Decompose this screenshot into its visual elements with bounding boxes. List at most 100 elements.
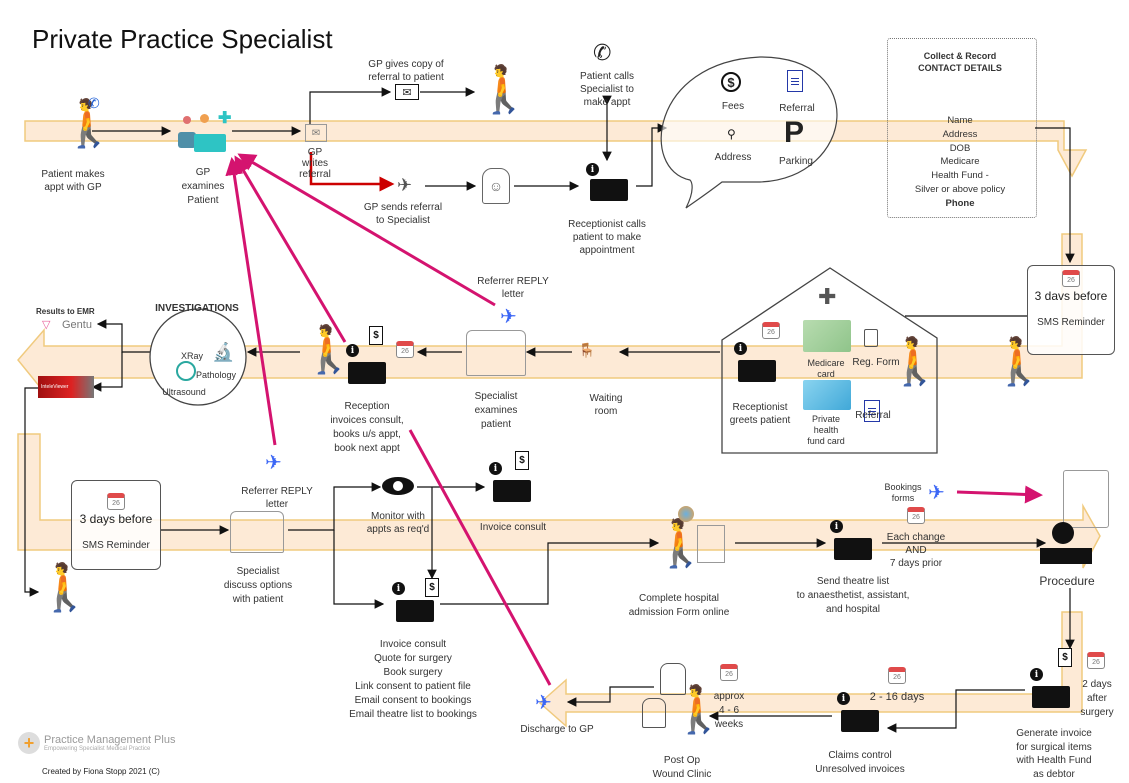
patient-in-clinic-icon: 🚶 [886, 335, 944, 387]
paper-plane-icon: ✈ [535, 692, 552, 714]
hospital-building-icon [697, 525, 725, 563]
microscope-icon: 🔬 [212, 342, 235, 362]
calendar-icon: 26 [907, 507, 925, 524]
nurse-icon [660, 663, 686, 695]
paper-plane-icon: ✈ [265, 452, 282, 474]
investigations-heading: INVESTIGATIONS [155, 303, 239, 314]
referral-letter-icon: ✉ [305, 124, 327, 142]
receptionist-desk-icon: i [837, 692, 881, 732]
inteleviewer-logo[interactable]: InteleViewer [38, 376, 94, 398]
specialist-discuss-icon [230, 511, 284, 553]
calendar-icon: 26 [1062, 270, 1080, 287]
info-speech-bubble [660, 56, 838, 209]
calendar-icon: 26 [1087, 652, 1105, 669]
calendar-icon: 26 [720, 664, 738, 681]
label-pathology: Pathology [195, 370, 237, 380]
calendar-icon: 26 [107, 493, 125, 510]
ultrasound-icon [176, 361, 196, 381]
invoice-icon: $ [425, 578, 439, 597]
doctor-icon [642, 698, 666, 728]
invoice-icon: $ [515, 451, 529, 470]
receptionist-desk-icon: i [346, 344, 390, 384]
gentu-link[interactable]: Gentu [62, 319, 92, 331]
label-invoice-consult: Invoice consult [479, 522, 547, 533]
label-fees: Fees [721, 101, 745, 112]
label-reg-form: Reg. Form [852, 357, 900, 368]
specialist-consult-icon [466, 330, 526, 376]
specialist-doctor-icon: ☺ [482, 168, 510, 204]
receptionist-desk-icon: i [489, 462, 533, 502]
receptionist-desk-icon: i [734, 342, 778, 382]
referral-document-icon [864, 400, 880, 422]
investigations-circle [149, 308, 247, 406]
brand-name: Practice Management Plus [44, 734, 176, 746]
phone-icon: ✆ [593, 40, 612, 65]
page-title: Private Practice Specialist [32, 24, 333, 54]
label-results-to-emr: Results to EMR [36, 307, 95, 316]
gentu-logo-icon: ▽ [42, 319, 51, 331]
label-range: 2 - 16 days [869, 691, 925, 703]
sms-reminder-box-1: 26 3 davs before SMS Reminder [1027, 265, 1115, 355]
sms-label: SMS Reminder [82, 540, 150, 551]
medical-cross-icon: ✚ [818, 284, 837, 309]
created-by: Created by Fiona Stopp 2021 (C) [42, 767, 160, 776]
receptionist-desk-icon: i [392, 582, 436, 622]
receptionist-desk-icon: i [1030, 668, 1074, 708]
brand-tagline: Empowering Specialist Medical Practice [44, 746, 151, 752]
calendar-icon: 26 [396, 341, 414, 358]
sms-days: 3 davs before [1034, 289, 1108, 303]
patient-arriving-icon: 🚶 [990, 335, 1048, 387]
label-parking: Parking [779, 156, 813, 167]
pink-reply-arrows [225, 153, 1043, 686]
plus-logo-icon: + [18, 732, 40, 754]
label-procedure: Procedure [1039, 574, 1095, 588]
health-fund-card-image [803, 380, 851, 410]
brand-logo: + Practice Management Plus Empowering Sp… [18, 732, 175, 754]
location-pin-icon: ⚲ [727, 127, 736, 141]
paper-plane-icon: ✈ [500, 306, 517, 328]
parking-icon: P [784, 116, 805, 149]
eye-monitor-icon [382, 477, 414, 495]
waiting-room-icon: 🪑 [578, 342, 596, 358]
invoice-icon: $ [1058, 648, 1072, 667]
label-address: Address [714, 152, 752, 163]
invoice-icon: $ [369, 326, 383, 345]
calendar-icon: 26 [762, 322, 780, 339]
receptionist-desk-icon: i [830, 520, 874, 560]
sms-reminder-box-2: 26 3 days before SMS Reminder [71, 480, 161, 570]
patient-icon: 🚶 [36, 561, 94, 613]
medicare-card-image [803, 320, 851, 352]
surgeon-procedure-icon [1040, 522, 1092, 566]
clinic-building [721, 267, 938, 454]
patient-admission-icon: 🚶 [652, 517, 710, 569]
paper-plane-icon: ✈ [397, 175, 413, 195]
sms-days: 3 days before [79, 512, 153, 526]
gp-consult-icon: ✚ [176, 110, 231, 156]
paper-plane-icon: ✈ [928, 482, 945, 504]
